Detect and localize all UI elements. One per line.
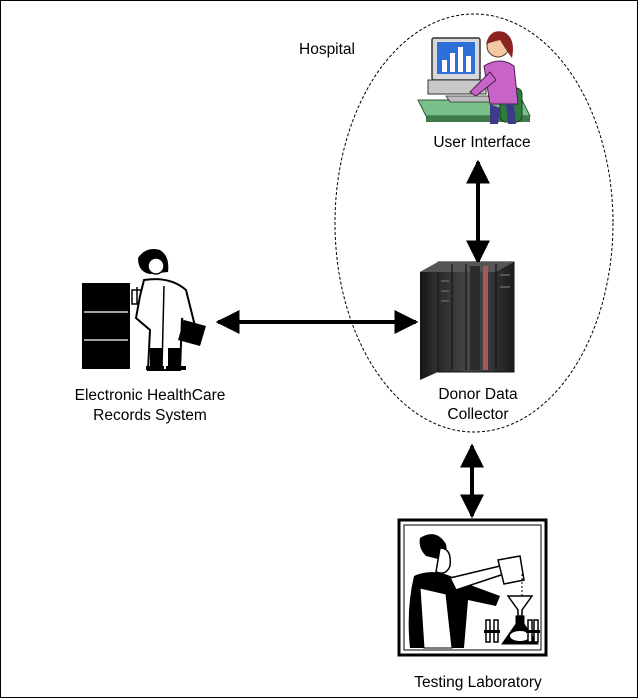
node-label-collector-line1: Donor Data xyxy=(438,386,518,403)
hospital-boundary xyxy=(334,13,614,433)
doctor-filing-records-icon xyxy=(82,249,206,371)
node-label-donor-data-collector: Donor Data Collector xyxy=(403,385,553,425)
node-label-user-interface: User Interface xyxy=(433,134,531,151)
computer-user-icon xyxy=(417,31,531,124)
lab-scientist-icon xyxy=(397,518,548,657)
node-label-ehr-line2: Records System xyxy=(93,407,207,424)
node-label-collector-line2: Collector xyxy=(447,406,509,423)
region-label-hospital: Hospital xyxy=(299,41,355,58)
node-label-ehr-system: Electronic HealthCare Records System xyxy=(40,386,260,426)
node-label-testing-lab: Testing Laboratory xyxy=(414,674,542,691)
server-rack-icon xyxy=(420,261,515,380)
node-label-ehr-line1: Electronic HealthCare xyxy=(74,387,226,404)
